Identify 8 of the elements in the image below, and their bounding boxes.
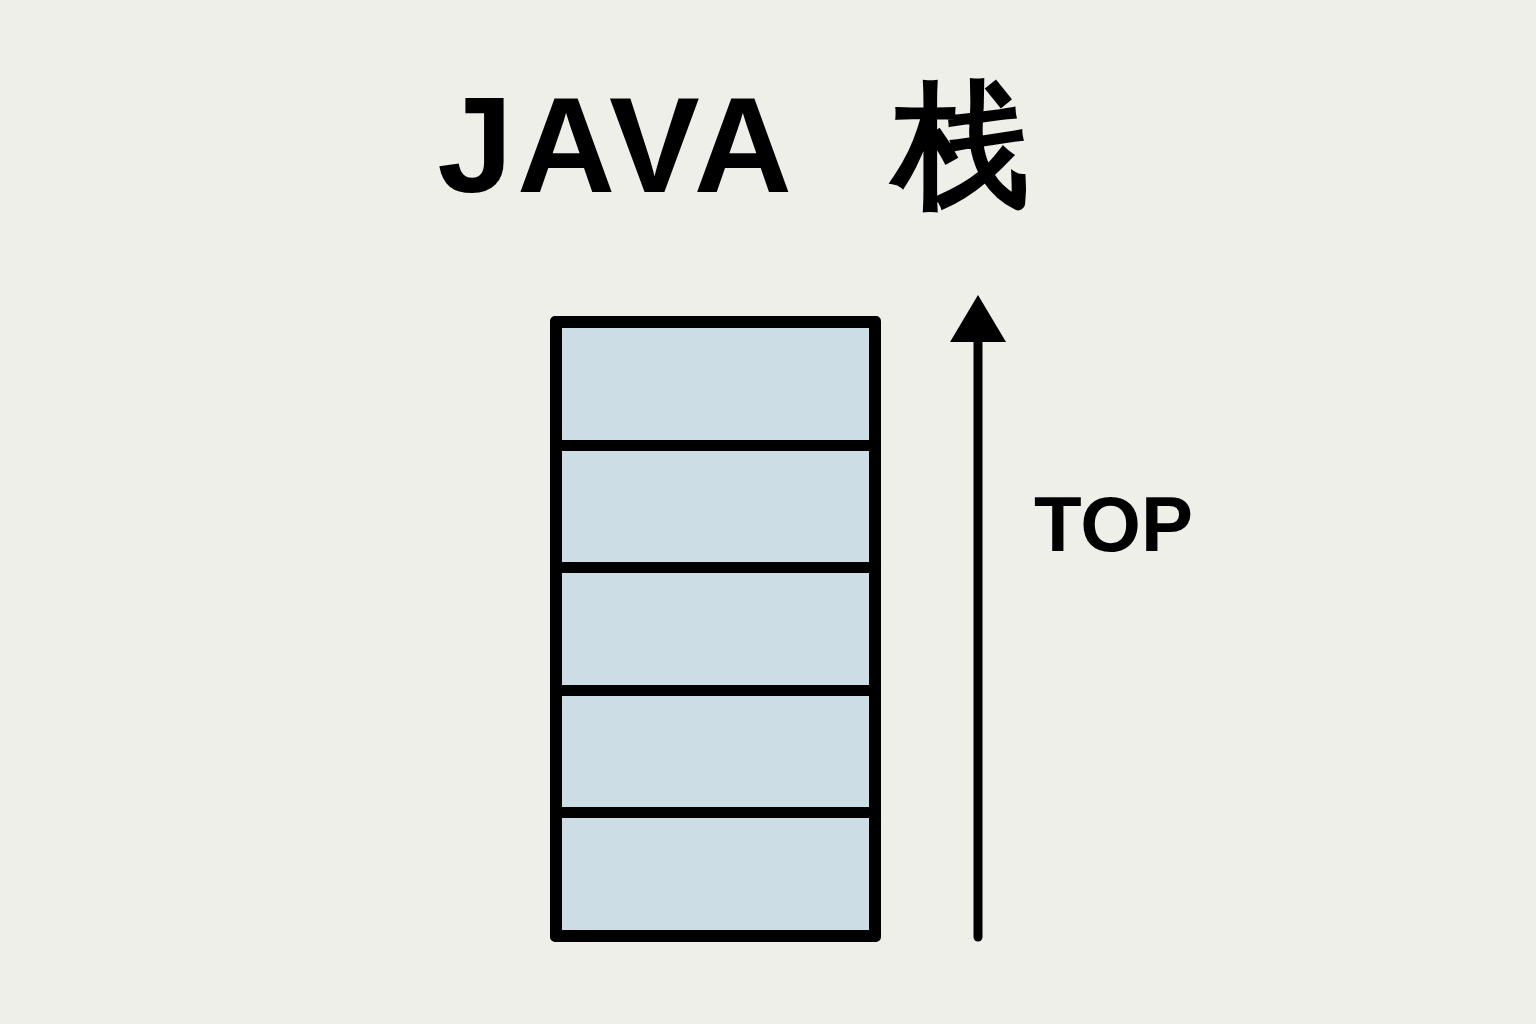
direction-label: TOP — [1034, 484, 1193, 564]
stack-frame — [562, 695, 869, 808]
stack-box — [550, 316, 881, 942]
stack-frame — [562, 450, 869, 563]
title: JAVA 栈 — [436, 70, 1034, 220]
stack-frame — [562, 818, 869, 930]
stack-frame — [562, 328, 869, 440]
stack-frame — [562, 573, 869, 685]
